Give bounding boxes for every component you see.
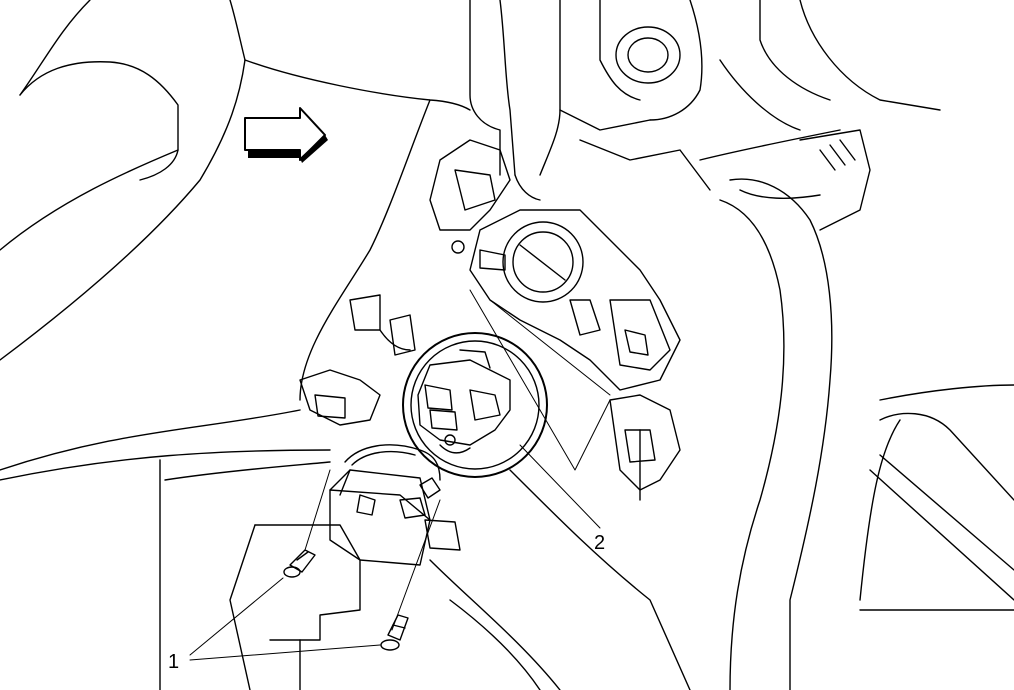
leader-lines — [189, 289, 611, 661]
steering-column — [469, 0, 941, 201]
callout-label-2: 2 — [594, 532, 606, 554]
arrow-right-icon — [244, 107, 328, 163]
bolt-upper — [283, 549, 316, 578]
dash-panel — [0, 0, 471, 690]
right-trim — [719, 129, 1014, 690]
switch-housing — [429, 139, 681, 501]
bolt-lower — [380, 614, 409, 651]
sensor-module — [329, 444, 461, 566]
lock-assembly-disc — [402, 332, 548, 478]
lower-trim-panel — [229, 469, 691, 690]
left-bracket — [299, 294, 416, 426]
callout-label-1: 1 — [168, 651, 180, 673]
